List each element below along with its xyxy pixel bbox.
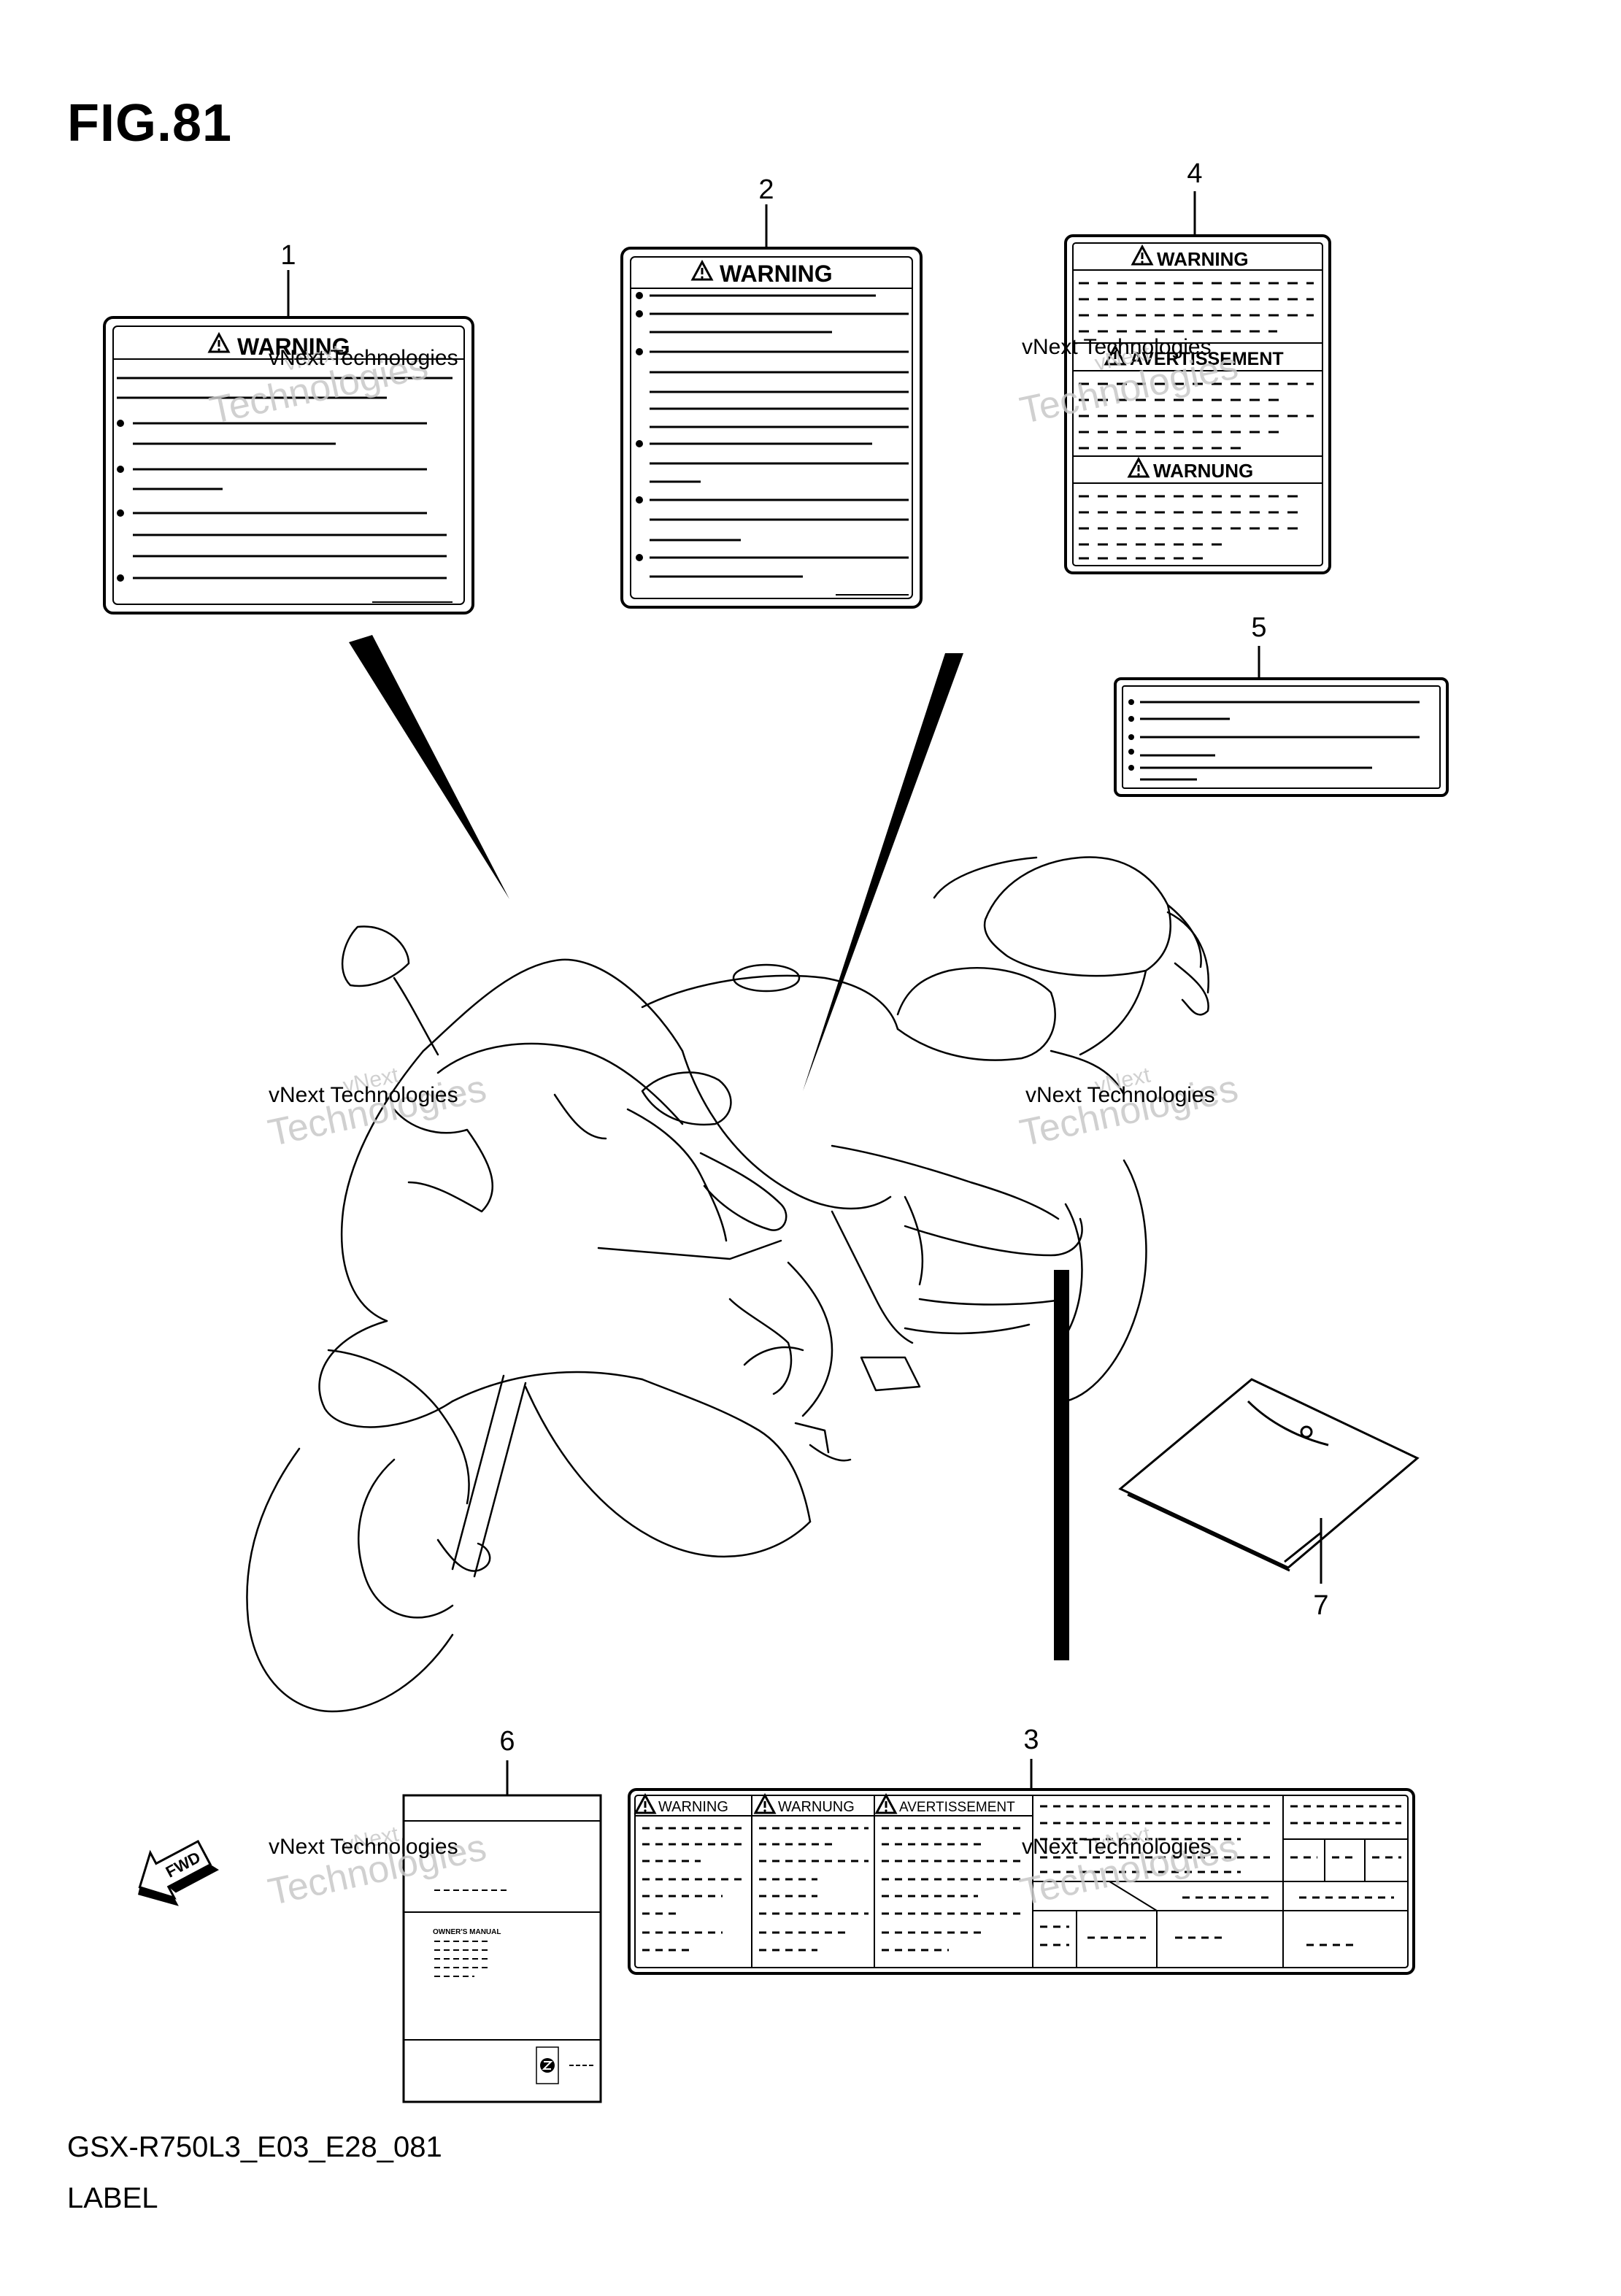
warning-triangle-icon	[875, 1794, 897, 1814]
figure-title: FIG.81	[67, 94, 233, 153]
callout-5: 5	[1251, 612, 1266, 643]
watermark-text-6: vNext Technologies	[1022, 1835, 1212, 1859]
label-6-owners-manual: OWNER'S MANUAL	[402, 1794, 602, 2103]
fwd-arrow-icon: FWD	[138, 1839, 219, 1906]
motorcycle-outline	[246, 856, 1209, 1713]
warning-triangle-icon	[691, 261, 713, 281]
callout-7: 7	[1313, 1590, 1328, 1621]
label-2-heading: WARNING	[720, 261, 833, 287]
watermark-text-4: vNext Technologies	[1025, 1083, 1215, 1107]
label-3-trilingual-sticker: WARNING WARNUNG AVERTISSEMENT	[628, 1788, 1415, 1975]
label-2-warning-sticker: WARNING	[620, 247, 923, 609]
label-3-heading-en: WARNING	[658, 1799, 728, 1815]
label-1-heading: WARNING	[237, 334, 350, 360]
watermark-text-5: vNext Technologies	[269, 1835, 458, 1859]
warning-triangle-icon	[1128, 458, 1150, 478]
warning-triangle-icon	[1131, 245, 1153, 266]
callout-2: 2	[758, 174, 774, 205]
diagram-caption: LABEL	[67, 2182, 158, 2214]
label-4-heading-fr: AVERTISSEMENT	[1130, 349, 1284, 369]
label-4-heading-en: WARNING	[1157, 248, 1249, 270]
label-5-info-sticker	[1114, 677, 1449, 797]
warning-triangle-icon	[634, 1794, 656, 1814]
watermark-text-2: vNext Technologies	[1022, 335, 1212, 359]
leader-bar-label-3	[1054, 1270, 1069, 1660]
label-3-heading-de: WARNUNG	[778, 1799, 855, 1815]
watermark-text-3: vNext Technologies	[269, 1083, 458, 1107]
warning-triangle-icon	[754, 1794, 776, 1814]
label-1-warning-sticker: WARNING	[103, 316, 474, 615]
brand-logo-icon	[540, 2058, 555, 2073]
warning-triangle-icon	[208, 333, 230, 353]
diagram-code: GSX-R750L3_E03_E28_081	[67, 2131, 442, 2163]
label-4-heading-de: WARNUNG	[1153, 460, 1253, 482]
watermark-text-1: vNext Technologies	[269, 346, 458, 370]
leader-wedge-label-1	[349, 635, 509, 899]
callout-6: 6	[499, 1726, 515, 1757]
label-4-trilingual-warning-sticker: WARNING AVERTISSEMENT WARNUNG	[1064, 234, 1331, 574]
callout-1: 1	[280, 240, 296, 271]
watermark-text-group: vNext Technologies vNext Technologies vN…	[269, 335, 1215, 1859]
callout-4: 4	[1187, 158, 1202, 189]
owners-manual-title: OWNER'S MANUAL	[433, 1928, 501, 1936]
callout-3: 3	[1023, 1725, 1039, 1755]
label-3-heading-fr: AVERTISSEMENT	[899, 1800, 1015, 1815]
leader-wedge-label-2	[803, 653, 963, 1091]
label-7-folded-card	[1118, 1378, 1420, 1572]
